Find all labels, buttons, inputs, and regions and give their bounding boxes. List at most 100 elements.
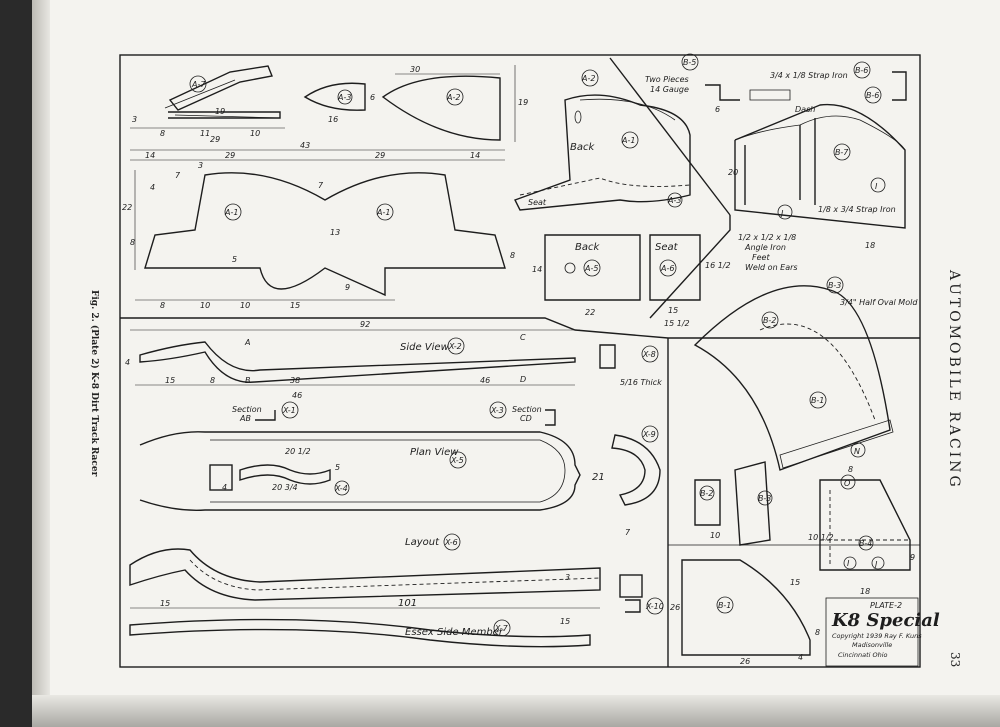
label-i-b4: I xyxy=(847,559,850,568)
dim-26-bottom: 26 xyxy=(740,657,750,666)
label-back-seat: Back xyxy=(570,142,595,153)
book-spine xyxy=(32,0,50,727)
label-gauge: 14 Gauge xyxy=(650,85,689,94)
label-j: J xyxy=(779,209,784,218)
dim-5-floor: 5 xyxy=(232,255,237,264)
part-a3: A-3 16 6 xyxy=(303,82,375,124)
label-x7: X-7 xyxy=(494,624,509,633)
label-a2: A-2 xyxy=(446,93,460,102)
label-x3: X-3 xyxy=(490,406,504,415)
dim-3-layout: 3 xyxy=(565,573,570,582)
part-a2: A-2 30 19 xyxy=(381,65,528,142)
dim-29-l: 29 xyxy=(225,151,235,160)
dim-16h-panel: 16 1/2 xyxy=(705,261,731,270)
dim-9-b4: 9 xyxy=(910,553,915,562)
dim-10-b1: 10 xyxy=(200,301,210,310)
dim-19-a7: 19 xyxy=(215,107,225,116)
part-back-seat-panels: A-5 A-6 Back Seat 14 22 15 15 1/2 16 1/2 xyxy=(532,234,731,328)
label-x6: X-6 xyxy=(444,538,458,547)
dim-14-panel: 14 xyxy=(532,265,542,274)
label-x8: X-8 xyxy=(642,350,656,359)
label-x5: X-5 xyxy=(450,456,464,465)
label-a3-seat: A-3 xyxy=(667,196,681,205)
dim-16: 16 xyxy=(328,115,338,124)
label-seat-panel: Seat xyxy=(655,242,679,253)
dim-8-r: 8 xyxy=(510,251,515,260)
page-number: 33 xyxy=(948,652,962,668)
part-side-view: 92 A B C D Side View X-2 15 8 38 46 4 X-… xyxy=(125,320,662,387)
label-x2: X-2 xyxy=(448,342,462,351)
label-i: I xyxy=(875,182,878,191)
label-section-ab: Section xyxy=(232,405,262,414)
label-b1: B-1 xyxy=(811,396,824,405)
book-page xyxy=(32,0,1000,727)
label-d: D xyxy=(520,375,526,384)
label-b7: B-7 xyxy=(835,148,849,157)
dim-6-b5: 6 xyxy=(715,105,720,114)
label-weld-ears: Weld on Ears xyxy=(745,263,798,272)
label-plan-view: Plan View xyxy=(410,447,459,458)
title-plate: PLATE-2 xyxy=(870,601,902,610)
dim-4-floor: 4 xyxy=(150,183,155,192)
running-head: AUTOMOBILE RACING xyxy=(946,270,962,490)
part-layout: Layout X-6 3 X-10 xyxy=(129,533,664,615)
dim-15h-panel: 15 1/2 xyxy=(664,319,690,328)
label-b6: B-6 xyxy=(855,66,868,75)
part-plan-view: Plan View X-5 X-4 20 1/2 20 3/4 21 4 5 X… xyxy=(139,425,661,537)
dim-6: 6 xyxy=(370,93,375,102)
dim-8-side: 8 xyxy=(210,376,215,385)
label-o: O xyxy=(844,479,850,488)
dim-14-r: 14 xyxy=(470,151,480,160)
label-strap-iron: 3/4 x 1/8 Strap Iron xyxy=(770,71,848,80)
dim-4-plan: 4 xyxy=(222,483,227,492)
dim-7-x9: 7 xyxy=(625,528,631,537)
dim-20: 20 xyxy=(728,168,738,177)
dim-8-b1: 8 xyxy=(815,628,820,637)
label-b: B xyxy=(245,376,251,385)
dim-5-plan: 5 xyxy=(335,463,340,472)
title-block: PLATE-2 K8 Special Copyright 1939 Ray F.… xyxy=(825,597,940,667)
dim-15-side: 15 xyxy=(165,376,175,385)
label-x1: X-1 xyxy=(282,406,296,415)
label-strap-iron2: 1/8 x 3/4 Strap Iron xyxy=(818,205,896,214)
dim-10: 10 xyxy=(250,129,260,138)
part-sections: Section AB X-1 46 X-3 Section CD xyxy=(232,391,556,426)
dim-10h-b4: 10 1/2 xyxy=(808,533,834,542)
label-section-ab2: AB xyxy=(239,414,251,423)
dim-19: 19 xyxy=(518,98,528,107)
label-thick: 5/16 Thick xyxy=(620,378,662,387)
label-a5: A-5 xyxy=(584,264,598,273)
dim-29-a7: 29 xyxy=(210,135,220,144)
label-c: C xyxy=(520,333,526,342)
dim-8-l: 8 xyxy=(130,238,135,247)
part-seat-shell: A-2 A-1 A-3 Back Seat xyxy=(514,69,691,211)
dim-4-side: 4 xyxy=(125,358,130,367)
dim-46-side: 46 xyxy=(480,376,490,385)
dim-38: 38 xyxy=(290,376,300,385)
dim-21: 21 xyxy=(592,472,605,483)
dim-10-b2: 10 xyxy=(710,531,720,540)
label-a1-seat: A-1 xyxy=(621,136,635,145)
label-b3-small: B-3 xyxy=(758,494,771,503)
title-name: K8 Special xyxy=(831,610,940,631)
dim-29-r: 29 xyxy=(375,151,385,160)
label-dash: Dash xyxy=(795,105,815,114)
figure-caption: Fig. 2. (Plate 2) K-8 Dirt Track Racer xyxy=(89,290,99,477)
dim-20q: 20 3/4 xyxy=(272,483,298,492)
label-a3: A-3 xyxy=(337,93,351,102)
label-section-cd2: CD xyxy=(520,414,532,423)
part-a1-floor: 43 14 29 29 14 3 7 4 7 A-1 A-1 22 8 8 13… xyxy=(122,141,515,310)
dim-46: 46 xyxy=(292,391,302,400)
dim-7-l: 7 xyxy=(175,171,181,180)
dim-18-frame: 18 xyxy=(865,241,875,250)
dim-22-panel: 22 xyxy=(585,308,595,317)
dim-4-b1: 4 xyxy=(798,653,803,662)
dim-8-b4: 8 xyxy=(848,465,853,474)
dim-20h: 20 1/2 xyxy=(285,447,311,456)
dim-15-essex-r: 15 xyxy=(560,617,570,626)
label-seat-shell: Seat xyxy=(528,198,547,207)
part-b7-frame: Dash B-7 I J 20 1/8 x 3/4 Strap Iron 1/2… xyxy=(728,103,906,272)
dim-8-b: 8 xyxy=(160,301,165,310)
dim-13: 13 xyxy=(330,228,340,237)
